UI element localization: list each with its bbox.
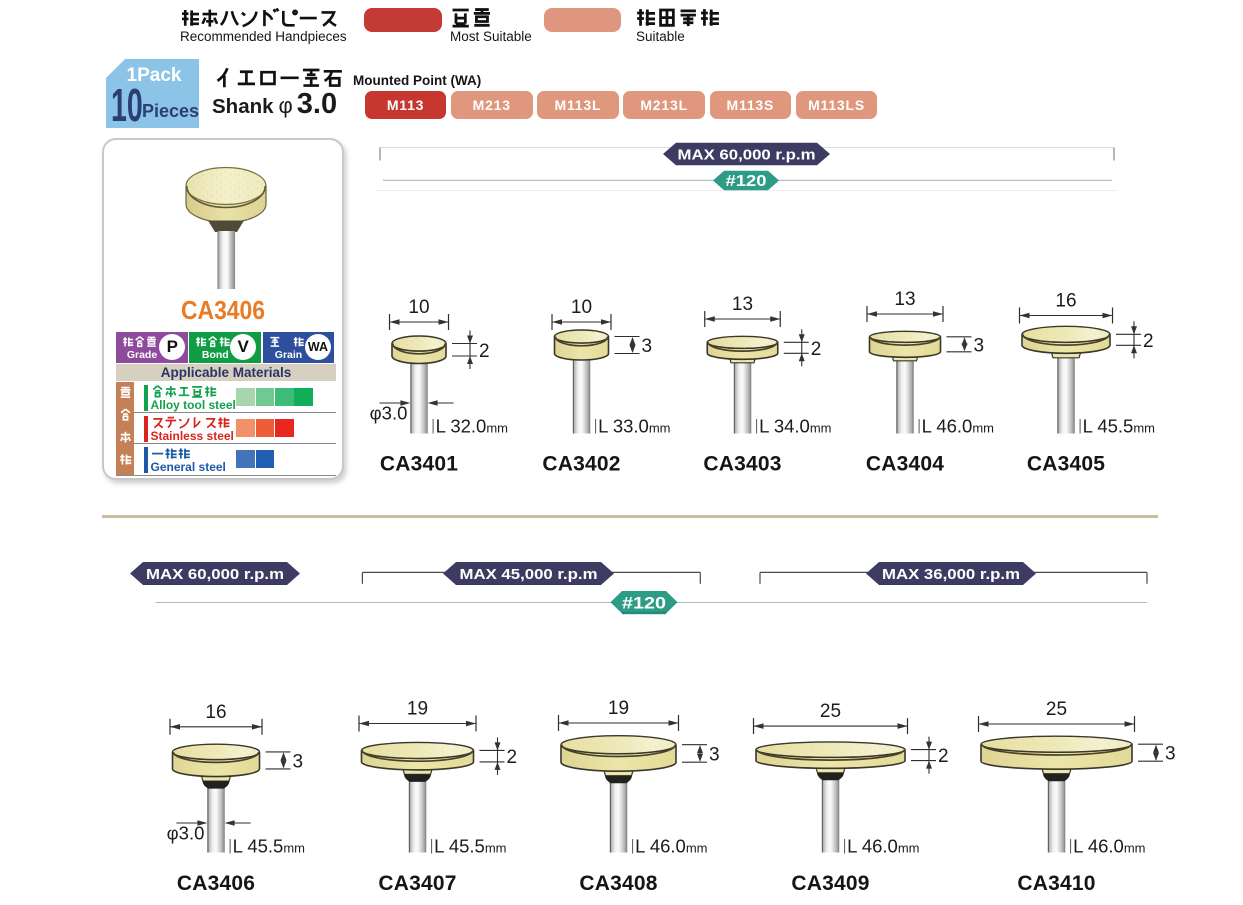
svg-text:MAX 60,000 r.p.m: MAX 60,000 r.p.m: [678, 147, 816, 164]
svg-text:CA3401: CA3401: [380, 453, 458, 476]
svg-text:L 46.0mm: L 46.0mm: [922, 416, 994, 437]
svg-text:19: 19: [608, 698, 629, 719]
svg-text:L 45.5mm: L 45.5mm: [1083, 416, 1155, 437]
svg-text:φ3.0: φ3.0: [167, 823, 205, 844]
svg-text:MAX 45,000 r.p.m: MAX 45,000 r.p.m: [460, 566, 598, 583]
svg-text:3: 3: [642, 336, 653, 357]
svg-text:3: 3: [1165, 744, 1176, 765]
svg-text:25: 25: [820, 701, 841, 722]
svg-text:2: 2: [479, 341, 490, 362]
svg-text:10: 10: [571, 297, 592, 318]
svg-text:16: 16: [1055, 291, 1076, 312]
svg-text:L 45.5mm: L 45.5mm: [434, 836, 506, 857]
svg-text:CA3410: CA3410: [1017, 872, 1095, 895]
svg-text:CA3406: CA3406: [177, 872, 255, 895]
svg-text:MAX 60,000 r.p.m: MAX 60,000 r.p.m: [146, 566, 284, 583]
svg-text:19: 19: [407, 699, 428, 720]
svg-text:CA3407: CA3407: [378, 872, 456, 895]
svg-text:L 46.0mm: L 46.0mm: [635, 836, 707, 857]
svg-text:L 34.0mm: L 34.0mm: [759, 416, 831, 437]
svg-text:CA3403: CA3403: [703, 453, 781, 476]
svg-text:L 45.5mm: L 45.5mm: [233, 836, 305, 857]
svg-text:25: 25: [1046, 699, 1067, 720]
svg-text:#120: #120: [726, 173, 767, 190]
svg-text:2: 2: [811, 339, 822, 360]
svg-text:13: 13: [732, 294, 753, 315]
svg-text:L 46.0mm: L 46.0mm: [1073, 836, 1145, 857]
svg-text:CA3405: CA3405: [1027, 453, 1105, 476]
svg-text:CA3409: CA3409: [791, 872, 869, 895]
svg-text:#120: #120: [622, 595, 666, 613]
svg-text:2: 2: [507, 747, 518, 768]
svg-text:2: 2: [1143, 331, 1154, 352]
svg-text:CA3408: CA3408: [579, 872, 657, 895]
svg-text:13: 13: [894, 289, 915, 310]
svg-text:3: 3: [293, 751, 304, 772]
svg-text:φ3.0: φ3.0: [370, 403, 408, 424]
svg-text:2: 2: [938, 746, 949, 767]
svg-text:MAX 36,000 r.p.m: MAX 36,000 r.p.m: [882, 566, 1020, 583]
svg-text:16: 16: [205, 702, 226, 723]
svg-text:L 46.0mm: L 46.0mm: [847, 836, 919, 857]
svg-text:CA3404: CA3404: [866, 453, 944, 476]
svg-text:3: 3: [709, 745, 720, 766]
svg-text:L 32.0mm: L 32.0mm: [436, 416, 508, 437]
svg-text:10: 10: [408, 297, 429, 318]
svg-text:CA3402: CA3402: [542, 453, 620, 476]
svg-text:3: 3: [974, 335, 985, 356]
svg-text:L 33.0mm: L 33.0mm: [598, 416, 670, 437]
